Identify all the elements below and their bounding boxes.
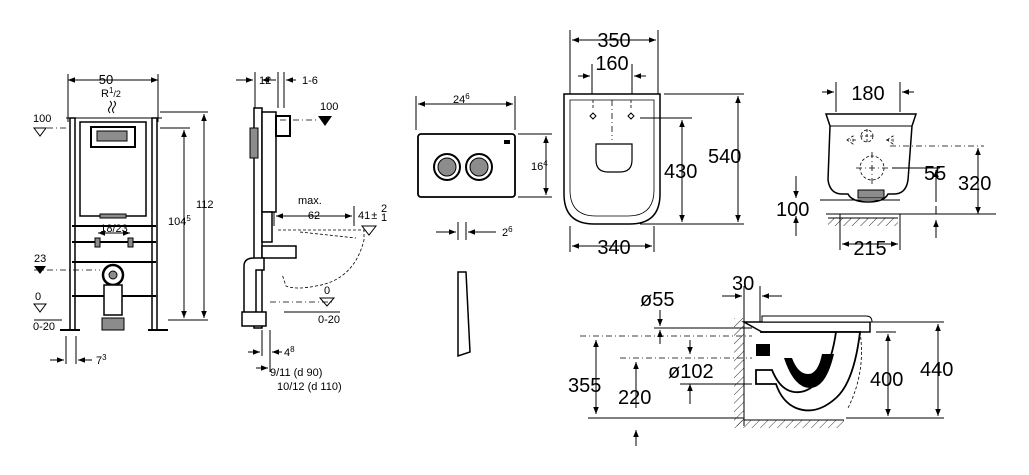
plate-height-label: 164 bbox=[531, 159, 548, 173]
floor-ref-label: 0 bbox=[35, 291, 41, 303]
bowl-top-view: 350 160 430 540 340 bbox=[563, 30, 744, 259]
foot-offset-label: 73 bbox=[96, 353, 107, 367]
side-height-400-label: 400 bbox=[870, 369, 903, 391]
frame-width-label: 50 bbox=[99, 72, 113, 87]
front-height-100-label: 100 bbox=[776, 199, 809, 221]
bowl-length-total-label: 540 bbox=[708, 146, 741, 168]
frame-front-view: 50 R1/2 18/23 100 23 bbox=[33, 72, 214, 367]
supply-label: R1/2 bbox=[101, 86, 121, 100]
tol-down-label: 1 bbox=[381, 212, 387, 224]
bowl-width-inner-label: 160 bbox=[595, 53, 628, 75]
side-depth-30-label: 30 bbox=[732, 273, 754, 295]
frame-side-view: 12 1-6 100 max. 62 41± 2 1 0 0-20 bbox=[236, 72, 387, 393]
wall-offset-label: 1-6 bbox=[302, 75, 318, 87]
top-ref-label: 100 bbox=[33, 113, 51, 125]
plate-width-label: 246 bbox=[453, 92, 470, 106]
drain-ref-label: 23 bbox=[34, 253, 46, 265]
bowl-length-inner-label: 430 bbox=[664, 161, 697, 183]
outlet-dia-label: ø102 bbox=[668, 361, 714, 383]
side-height-355-label: 355 bbox=[568, 375, 601, 397]
front-width-top-label: 180 bbox=[851, 83, 884, 105]
pipe-110-label: 10/12 (d 110) bbox=[277, 381, 342, 393]
height-total-label: 112 bbox=[196, 199, 214, 211]
bowl-front-view: 180 55 320 100 215 bbox=[776, 82, 996, 260]
frame-depth-label: 12 bbox=[259, 75, 271, 87]
height-inner-label: 1045 bbox=[168, 214, 191, 228]
side-floor-ref-label: 0 bbox=[324, 285, 330, 297]
bowl-width-outer-label: 350 bbox=[597, 30, 630, 52]
side-height-220-label: 220 bbox=[618, 387, 651, 409]
tol-up-label: 2 bbox=[381, 203, 387, 215]
bowl-side-view: 30 ø55 ø102 355 220 bbox=[568, 273, 953, 446]
max-label: max. bbox=[298, 195, 322, 207]
bolt-spacing-label: 18/23 bbox=[100, 223, 128, 235]
plate-thickness-label: 26 bbox=[502, 225, 513, 239]
inlet-dia-label: ø55 bbox=[640, 289, 674, 311]
seat-height-label: 41± bbox=[358, 210, 377, 222]
water-supply-icon bbox=[108, 100, 116, 114]
front-width-bottom-label: 215 bbox=[853, 238, 886, 260]
side-top-ref-label: 100 bbox=[320, 101, 338, 113]
max-value-label: 62 bbox=[308, 210, 320, 222]
front-height-320-label: 320 bbox=[958, 173, 991, 195]
flush-plate-view: 246 164 26 bbox=[415, 92, 552, 358]
pipe-90-label: 9/11 (d 90) bbox=[270, 367, 322, 379]
side-height-440-label: 440 bbox=[920, 359, 953, 381]
side-floor-range-label: 0-20 bbox=[318, 314, 340, 326]
front-height-55-label: 55 bbox=[924, 163, 946, 185]
bowl-width-bottom-label: 340 bbox=[597, 237, 630, 259]
floor-range-label: 0-20 bbox=[33, 321, 55, 333]
dim-4-label: 48 bbox=[284, 345, 295, 359]
